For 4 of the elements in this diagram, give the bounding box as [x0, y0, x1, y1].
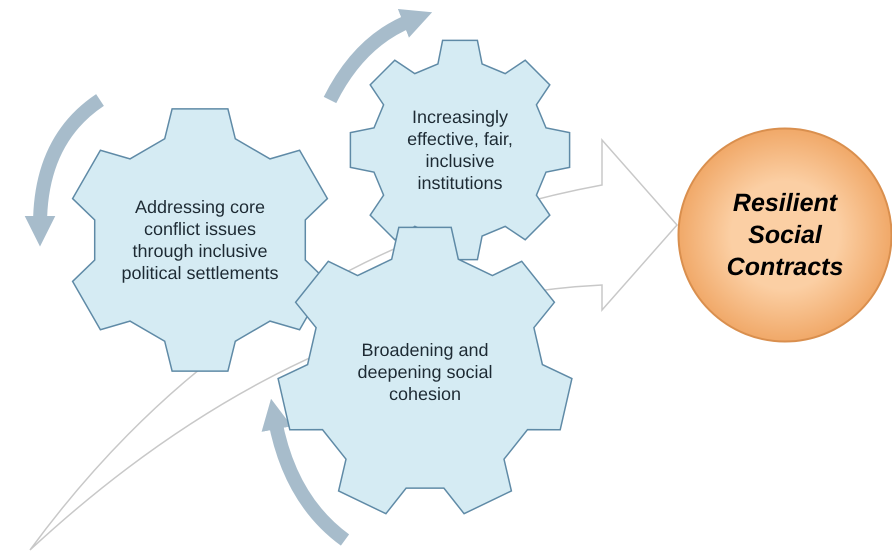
- goal-label: Resilient Social Contracts: [726, 188, 844, 283]
- gear-label: Addressing core conflict issues through inclusive political settlements: [120, 196, 280, 284]
- gear-label: Broadening and deepening social cohesion: [356, 339, 494, 405]
- gear-label: Increasingly effective, fair, inclusive institutions: [406, 106, 514, 194]
